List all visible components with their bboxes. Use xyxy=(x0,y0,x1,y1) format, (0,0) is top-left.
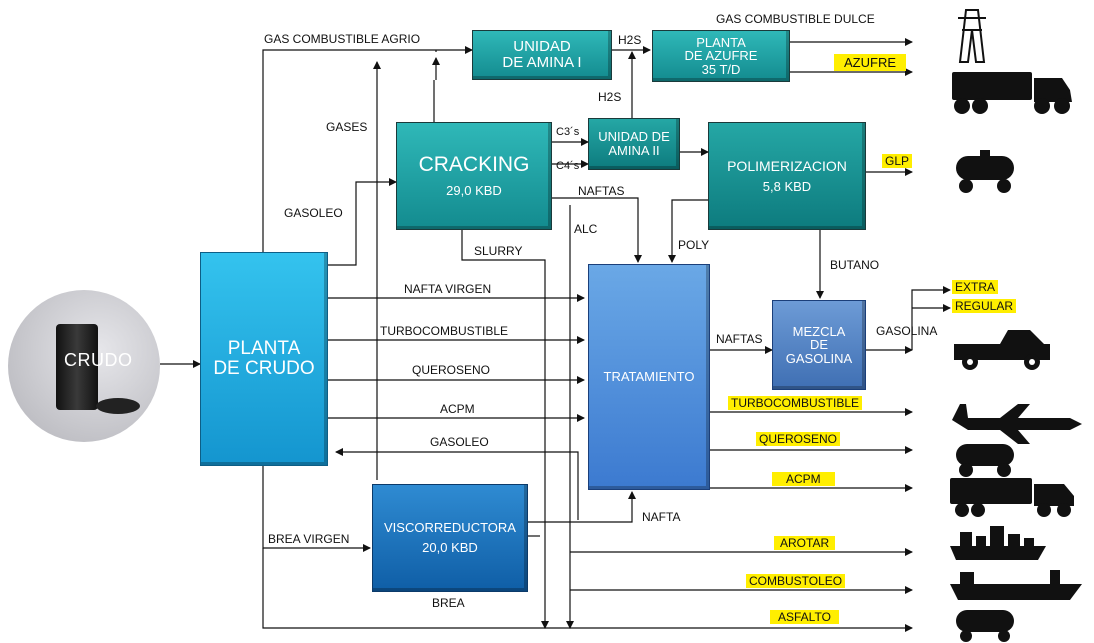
flow-label-h2s-mid: H2S xyxy=(598,90,621,104)
flow-label-queroseno-in: QUEROSENO xyxy=(412,363,490,377)
ship-icon xyxy=(950,526,1046,560)
polimerizacion-capacity: 5,8 KBD xyxy=(763,180,811,194)
tank-car-icon xyxy=(956,610,1014,642)
power-tower-icon xyxy=(958,10,986,62)
visco-capacity: 20,0 KBD xyxy=(422,541,478,555)
mezcla-line2: DE xyxy=(810,338,828,352)
dish-shape xyxy=(96,398,140,414)
planta-azufre-box: PLANTA DE AZUFRE 35 T/D xyxy=(652,30,790,82)
product-queroseno: QUEROSENO xyxy=(756,432,840,446)
azufre-line3: 35 T/D xyxy=(702,63,741,77)
flow-label-gas-agrio: GAS COMBUSTIBLE AGRIO xyxy=(264,32,420,46)
flow-label-c4: C4´s xyxy=(556,160,579,172)
product-glp: GLP xyxy=(882,154,912,168)
flow-label-gases: GASES xyxy=(326,120,367,134)
cracking-box: CRACKING 29,0 KBD xyxy=(396,122,552,230)
mezcla-gasolina-box: MEZCLA DE GASOLINA xyxy=(772,300,866,390)
product-asfalto: ASFALTO xyxy=(770,610,839,624)
unidad-amina-1-box: UNIDAD DE AMINA I xyxy=(472,30,612,80)
flow-label-gasoleo-up: GASOLEO xyxy=(284,206,343,220)
flow-label-gasoleo-back: GASOLEO xyxy=(430,435,489,449)
polimerizacion-title: POLIMERIZACION xyxy=(727,159,847,174)
product-extra: EXTRA xyxy=(952,280,998,294)
product-combustoleo: COMBUSTOLEO xyxy=(746,574,845,588)
planta-crudo-line2: DE CRUDO xyxy=(213,359,314,379)
mezcla-line1: MEZCLA xyxy=(793,325,846,339)
mezcla-line3: GASOLINA xyxy=(786,352,852,366)
flow-label-poly: POLY xyxy=(678,238,709,252)
unidad-amina-2-box: UNIDAD DE AMINA II xyxy=(588,118,680,170)
product-arotar: AROTAR xyxy=(774,536,835,550)
flow-label-gas-dulce: GAS COMBUSTIBLE DULCE xyxy=(716,12,875,26)
product-acpm: ACPM xyxy=(772,472,835,486)
amina2-line1: UNIDAD DE xyxy=(598,130,670,144)
semi-truck-icon xyxy=(950,478,1074,517)
flow-label-brea-virgen: BREA VIRGEN xyxy=(268,532,349,546)
flow-label-slurry: SLURRY xyxy=(474,244,522,258)
amina1-line2: DE AMINA I xyxy=(502,55,581,71)
flow-label-c3: C3´s xyxy=(556,126,579,138)
flow-label-acpm-in: ACPM xyxy=(440,402,475,416)
flow-label-gasolina: GASOLINA xyxy=(876,324,937,338)
polimerizacion-box: POLIMERIZACION 5,8 KBD xyxy=(708,122,866,230)
flow-label-butano: BUTANO xyxy=(830,258,879,272)
planta-crudo-line1: PLANTA xyxy=(228,339,301,359)
visco-title: VISCORREDUCTORA xyxy=(384,521,516,535)
product-turbocombustible: TURBOCOMBUSTIBLE xyxy=(728,396,862,410)
cracking-title: CRACKING xyxy=(419,154,530,176)
flow-label-h2s-top: H2S xyxy=(618,33,641,47)
amina1-line1: UNIDAD xyxy=(513,39,571,55)
viscorreductora-box: VISCORREDUCTORA 20,0 KBD xyxy=(372,484,528,592)
tratamiento-title: TRATAMIENTO xyxy=(604,370,695,384)
flow-label-nafta-virgen: NAFTA VIRGEN xyxy=(404,282,491,296)
tratamiento-box: TRATAMIENTO xyxy=(588,264,710,490)
crudo-label: CRUDO xyxy=(64,350,133,371)
amina2-line2: AMINA II xyxy=(608,144,659,158)
tanker-ship-icon xyxy=(950,570,1082,600)
crude-oil-photo: CRUDO xyxy=(8,290,160,442)
planta-crudo-box: PLANTA DE CRUDO xyxy=(200,252,328,466)
semi-truck-icon xyxy=(952,72,1072,114)
pickup-truck-icon xyxy=(954,330,1050,370)
azufre-line1: PLANTA xyxy=(696,36,746,50)
product-azufre: AZUFRE xyxy=(834,54,906,71)
tank-car-icon xyxy=(956,444,1014,477)
flow-label-alc: ALC xyxy=(574,222,597,236)
product-regular: REGULAR xyxy=(952,299,1016,313)
flow-label-naftas-trat: NAFTAS xyxy=(716,332,762,346)
tank-car-icon xyxy=(956,150,1014,193)
airplane-icon xyxy=(952,404,1082,444)
flow-label-turbo-in: TURBOCOMBUSTIBLE xyxy=(380,324,508,338)
flow-label-brea: BREA xyxy=(432,596,465,610)
flow-label-naftas-cracking: NAFTAS xyxy=(578,184,624,198)
azufre-line2: DE AZUFRE xyxy=(685,49,758,63)
flow-label-nafta: NAFTA xyxy=(642,510,680,524)
cracking-capacity: 29,0 KBD xyxy=(446,184,502,198)
